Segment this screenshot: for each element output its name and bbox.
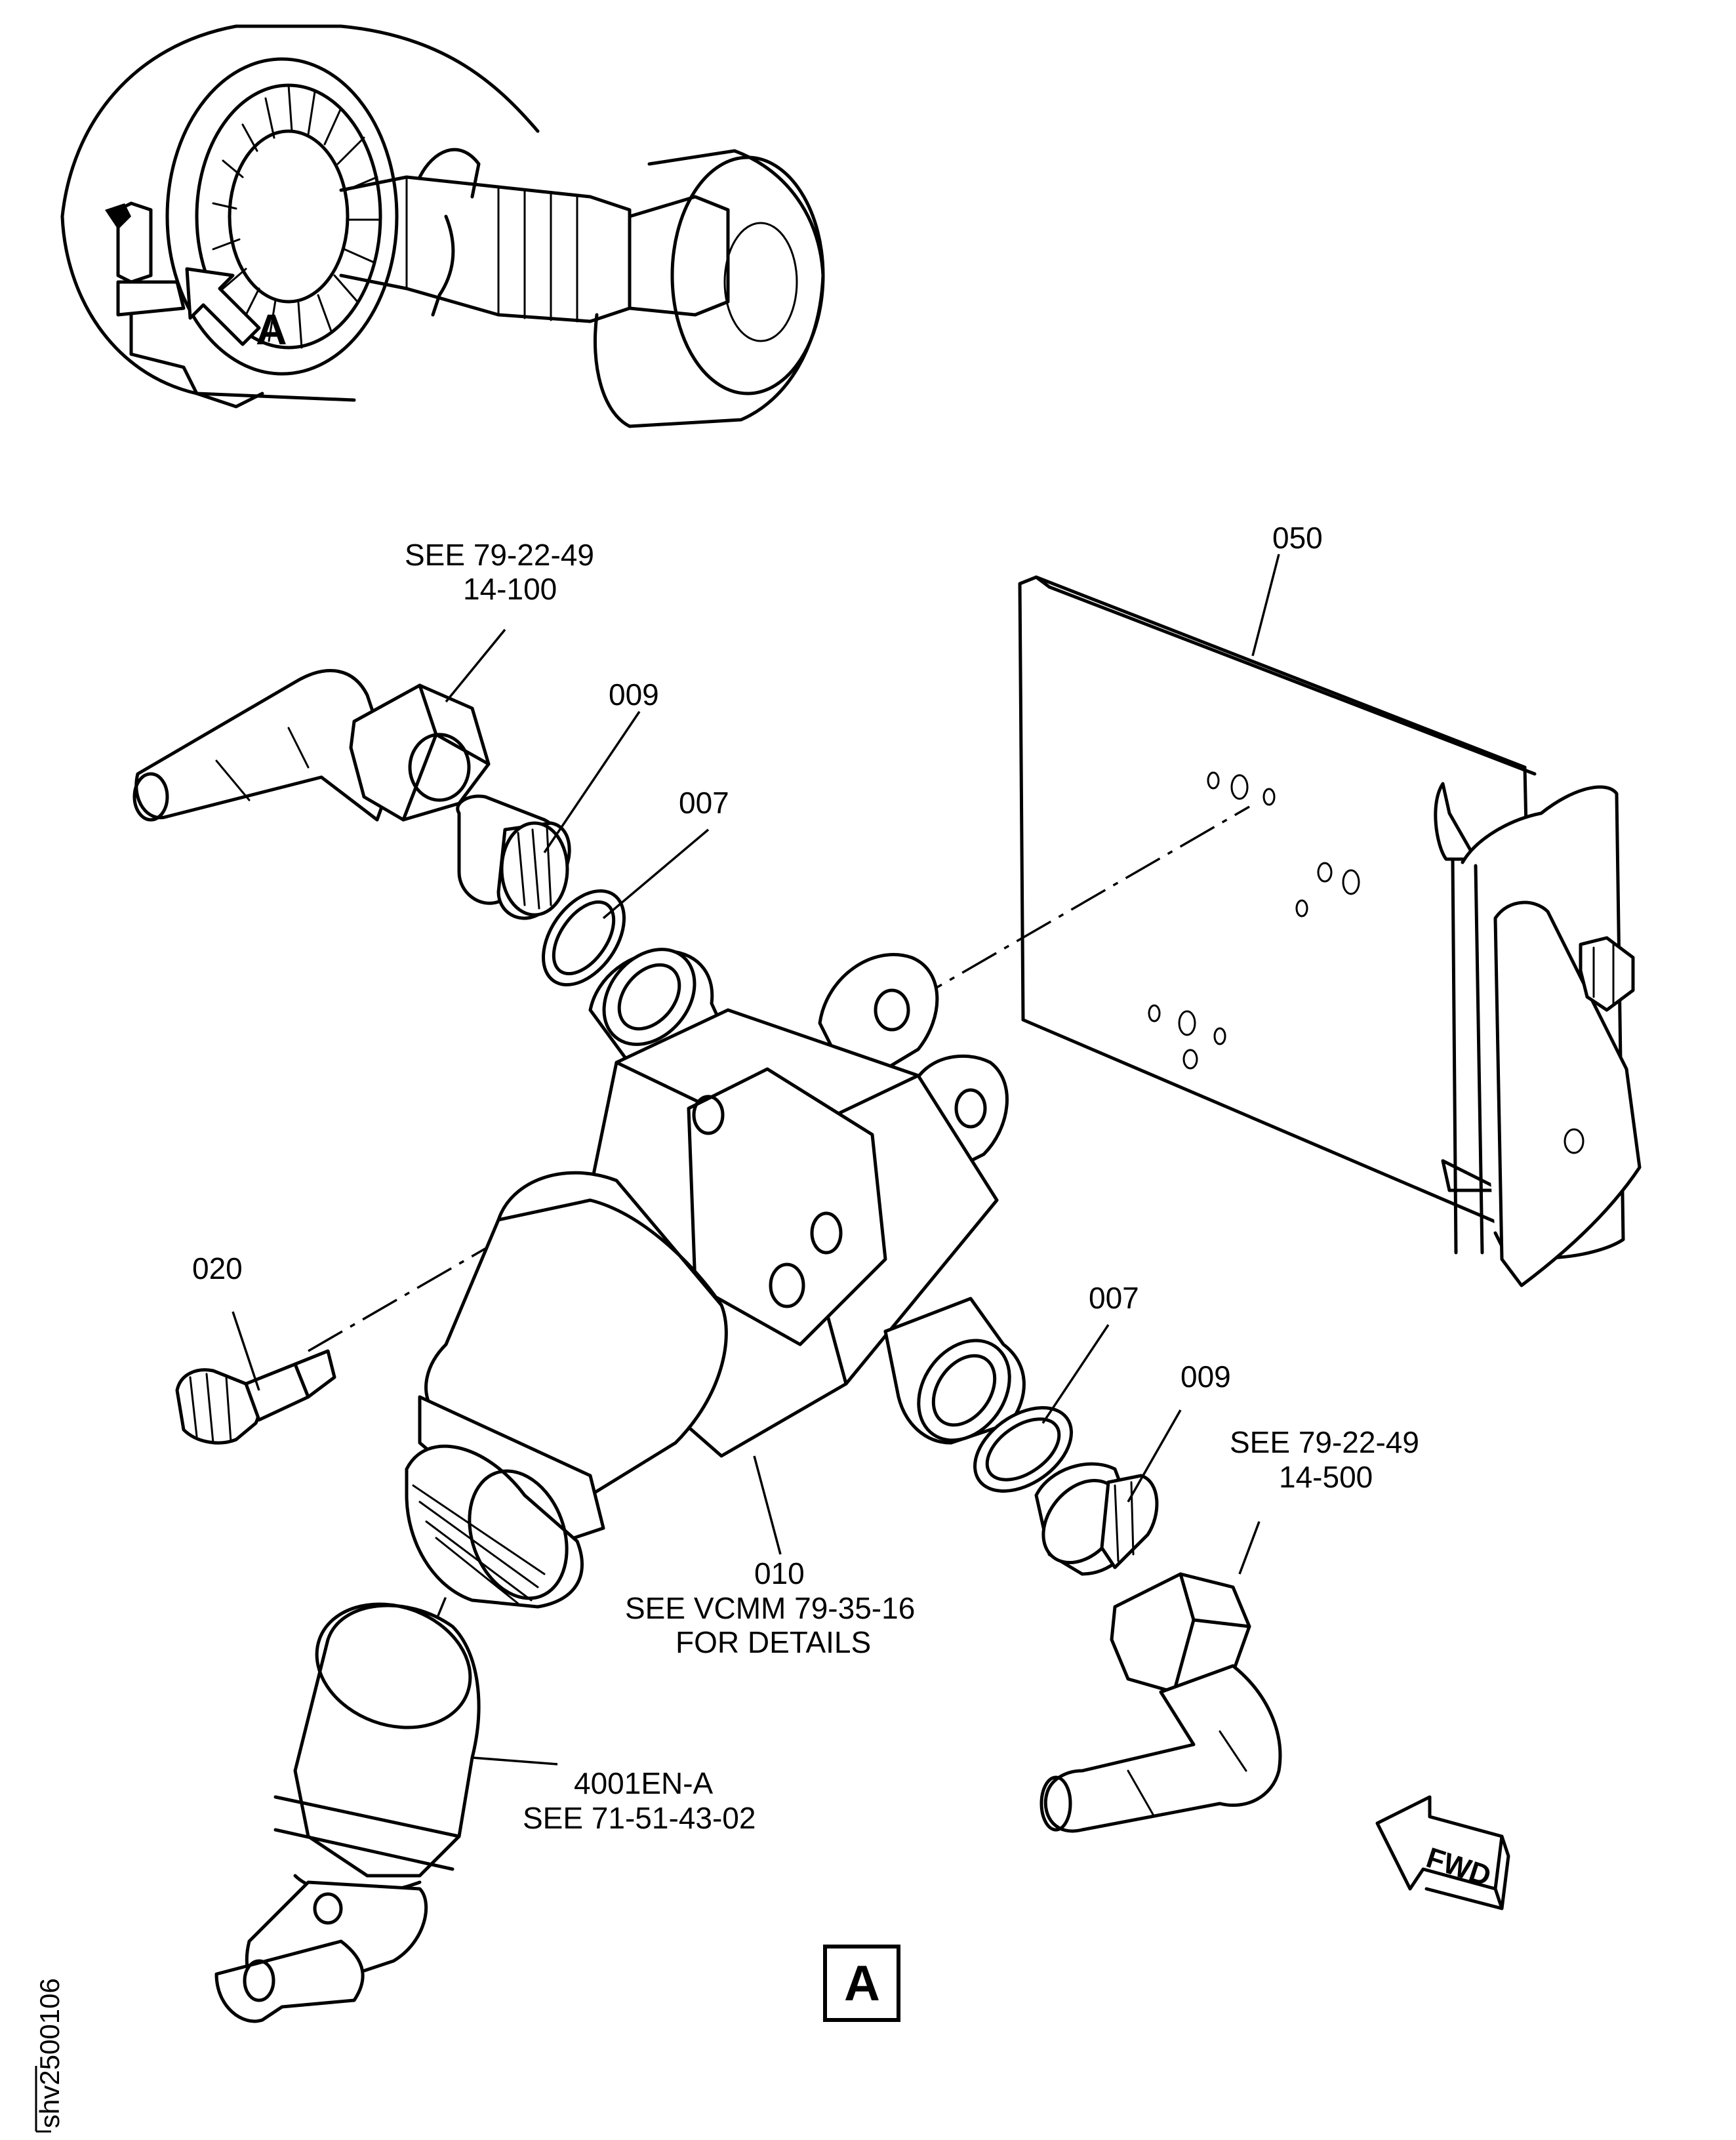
locator-view-letter: A — [256, 305, 287, 353]
callout-4001en-a: 4001EN-A — [574, 1766, 714, 1800]
callout-009-top: 009 — [609, 677, 659, 712]
figure-id: shv2500106 — [34, 1978, 65, 2133]
callout-010-note-2: FOR DETAILS — [676, 1625, 871, 1659]
engine-locator-view: A — [60, 24, 825, 428]
view-letter: A — [844, 1956, 880, 2011]
forward-direction-arrow: FWD — [1375, 1795, 1510, 1910]
fitting-009-right — [1034, 1462, 1159, 1576]
o-ring-007-right — [973, 1406, 1073, 1493]
callout-14-500: 14-500 — [1279, 1460, 1373, 1494]
leader-lines — [232, 554, 1280, 1766]
callout-007-top: 007 — [679, 786, 729, 820]
callout-010-note-1: SEE VCMM 79-35-16 — [625, 1591, 915, 1625]
callout-14-100: 14-100 — [463, 572, 557, 606]
callout-see-79-22-49-right: SEE 79-22-49 — [1230, 1425, 1419, 1459]
bolt-020 — [175, 1349, 336, 1445]
bracket-050 — [1018, 575, 1642, 1287]
tube-14-500 — [1040, 1572, 1282, 1833]
callouts: SEE 79-22-49 14-100 050 009 007 020 007 … — [192, 521, 1419, 1835]
tube-14-100 — [132, 669, 491, 822]
figure-id-text: shv2500106 — [34, 1978, 65, 2128]
callout-007-right: 007 — [1089, 1281, 1139, 1315]
callout-see-71-51-43-02: SEE 71-51-43-02 — [523, 1801, 756, 1835]
o-ring-007-top — [541, 889, 626, 987]
callout-050: 050 — [1272, 521, 1323, 555]
callout-see-79-22-49-top: SEE 79-22-49 — [405, 538, 594, 572]
callout-010: 010 — [754, 1556, 805, 1590]
connector-4001en-a — [214, 1602, 481, 2023]
callout-009-right: 009 — [1181, 1360, 1231, 1394]
view-a-label: A — [823, 1945, 900, 2022]
fitting-009-top — [456, 794, 571, 920]
callout-020: 020 — [192, 1251, 243, 1285]
assembly-centerline — [308, 805, 1250, 1352]
valve-body-010 — [405, 948, 1026, 1609]
view-arrow-icon — [185, 267, 261, 346]
